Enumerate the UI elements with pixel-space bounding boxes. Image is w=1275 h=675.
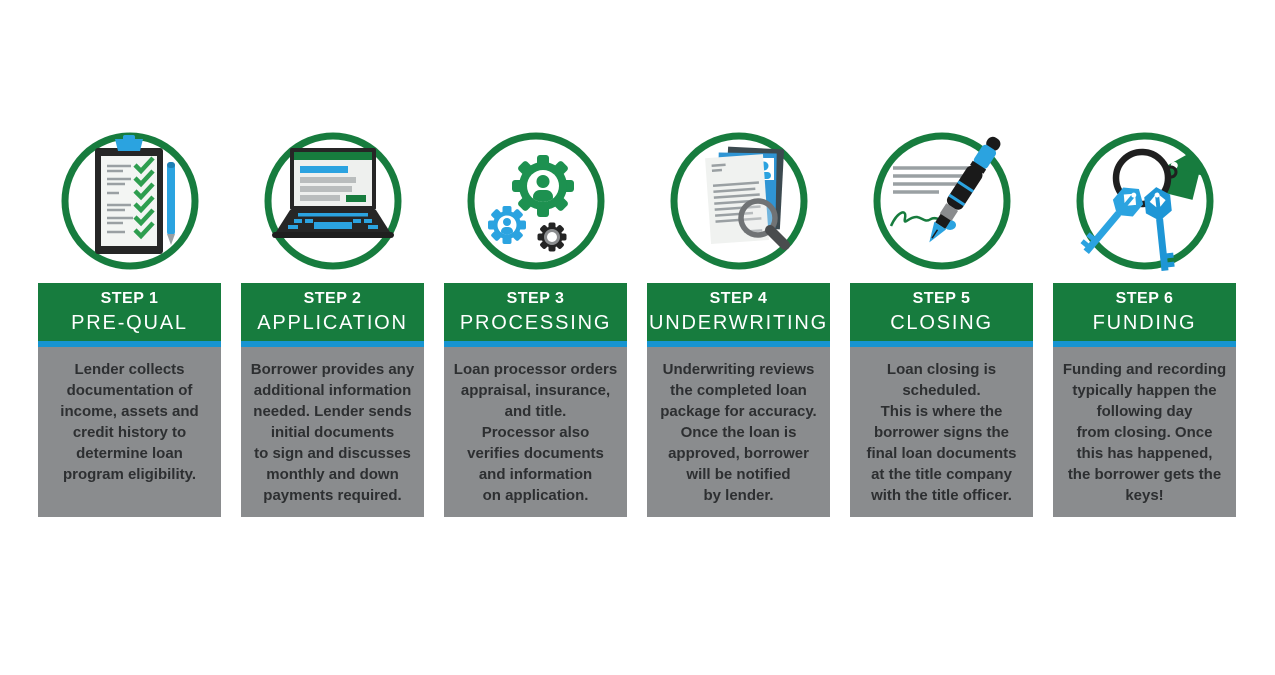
step2-icon-area xyxy=(241,118,424,283)
step-name-label: PRE-QUAL xyxy=(71,312,188,334)
step1-icon-area xyxy=(38,118,221,283)
step6-icon-area xyxy=(1053,118,1236,283)
documents-magnifier-icon xyxy=(670,132,807,269)
pen-signature-icon xyxy=(873,132,1010,269)
fountain-pen xyxy=(928,136,1000,242)
step-header: STEP 1 PRE-QUAL xyxy=(38,283,221,341)
blue-divider xyxy=(444,341,627,347)
signature-squiggle xyxy=(889,210,948,227)
blue-divider xyxy=(1053,341,1236,347)
step-body: Funding and recording typically happen t… xyxy=(1053,347,1236,517)
step-column-application: STEP 2 APPLICATION Borrower provides any… xyxy=(241,118,424,517)
laptop-form-icon xyxy=(264,132,401,269)
step-description: Loan processor orders appraisal, insuran… xyxy=(453,361,618,504)
step-name-label: PROCESSING xyxy=(459,312,612,334)
step-number-label: STEP 3 xyxy=(506,290,565,307)
key-left xyxy=(1079,187,1143,254)
step-body: Loan processor orders appraisal, insuran… xyxy=(444,347,627,517)
gears-people-icon xyxy=(467,132,604,269)
step-number-label: STEP 5 xyxy=(912,290,971,307)
step-description: Lender collects documentation of income,… xyxy=(60,361,199,483)
step-number-label: STEP 4 xyxy=(709,290,768,307)
house-keys-icon xyxy=(1076,132,1213,271)
step-body: Lender collects documentation of income,… xyxy=(38,347,221,517)
green-ring xyxy=(1076,132,1213,269)
steps-row: STEP 1 PRE-QUAL Lender collects document… xyxy=(38,118,1236,517)
step-header: STEP 5 CLOSING xyxy=(850,283,1033,341)
key-right xyxy=(1143,186,1175,271)
step-header: STEP 3 PROCESSING xyxy=(444,283,627,341)
step-column-funding: STEP 6 FUNDING Funding and recording typ… xyxy=(1053,118,1236,517)
step-description: Funding and recording typically happen t… xyxy=(1062,361,1227,504)
step-description: Underwriting reviews the completed loan … xyxy=(660,361,817,504)
step-number-label: STEP 2 xyxy=(303,290,362,307)
step-name-label: FUNDING xyxy=(1092,312,1197,334)
step-header: STEP 6 FUNDING xyxy=(1053,283,1236,341)
step-column-closing: STEP 5 CLOSING Loan closing is scheduled… xyxy=(850,118,1033,517)
step5-icon-area xyxy=(850,118,1033,283)
step4-icon-area xyxy=(647,118,830,283)
step-column-pre-qual: STEP 1 PRE-QUAL Lender collects document… xyxy=(38,118,221,517)
green-ring xyxy=(873,132,1010,269)
blue-divider xyxy=(38,341,221,347)
step-number-label: STEP 1 xyxy=(100,290,159,307)
green-ring xyxy=(670,132,807,269)
step-name-label: CLOSING xyxy=(890,312,993,334)
step-body: Borrower provides any additional informa… xyxy=(241,347,424,517)
clipboard-checklist-icon xyxy=(61,132,198,269)
green-ring xyxy=(264,132,401,269)
green-ring xyxy=(467,132,604,269)
blue-divider xyxy=(241,341,424,347)
step-body: Loan closing is scheduled. This is where… xyxy=(850,347,1033,517)
step-number-label: STEP 6 xyxy=(1115,290,1174,307)
step-name-label: APPLICATION xyxy=(257,312,408,334)
step-name-label: UNDERWRITING xyxy=(648,312,828,334)
step-header: STEP 4 UNDERWRITING xyxy=(647,283,830,341)
step-column-processing: STEP 3 PROCESSING Loan processor orders … xyxy=(444,118,627,517)
step-description: Loan closing is scheduled. This is where… xyxy=(866,361,1017,504)
blue-divider xyxy=(647,341,830,347)
step-body: Underwriting reviews the completed loan … xyxy=(647,347,830,517)
blue-divider xyxy=(850,341,1033,347)
step-description: Borrower provides any additional informa… xyxy=(250,361,415,504)
step-column-underwriting: STEP 4 UNDERWRITING Underwriting reviews… xyxy=(647,118,830,517)
step3-icon-area xyxy=(444,118,627,283)
step-header: STEP 2 APPLICATION xyxy=(241,283,424,341)
